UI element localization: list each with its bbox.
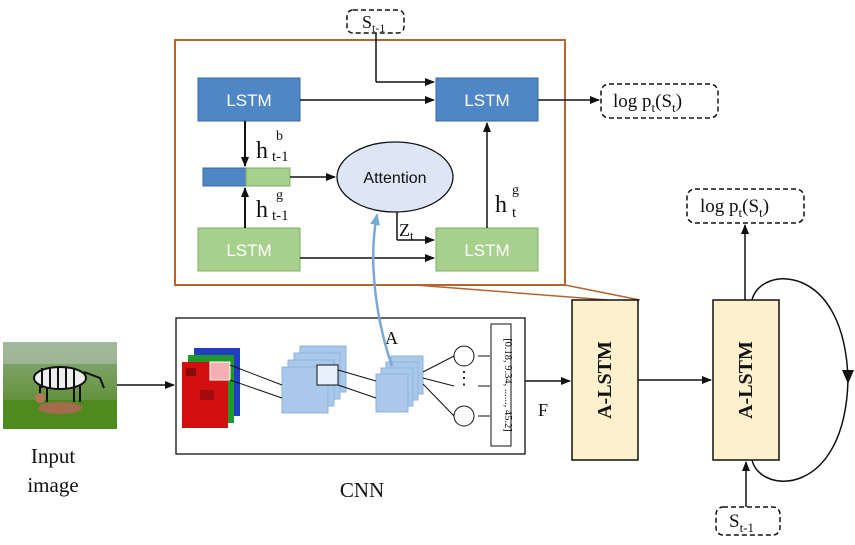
svg-text:LSTM: LSTM xyxy=(464,241,509,260)
feature-maps-2 xyxy=(375,355,424,413)
cnn-label: CNN xyxy=(340,478,384,502)
hg-label: h xyxy=(495,192,507,218)
svg-text:t-1: t-1 xyxy=(272,149,289,165)
lstm-global-current: LSTM xyxy=(435,227,539,272)
svg-text:LSTM: LSTM xyxy=(226,91,271,110)
concatenated-state xyxy=(202,167,291,187)
zoom-line-2 xyxy=(564,284,641,301)
top-output-box: log pt(St) xyxy=(600,83,719,119)
svg-text:Attention: Attention xyxy=(363,170,426,187)
lstm-global-prev: LSTM xyxy=(197,227,301,272)
svg-text:b: b xyxy=(276,129,283,144)
svg-text:St-1: St-1 xyxy=(362,12,385,35)
svg-text:log pt(St): log pt(St) xyxy=(700,196,769,220)
attention-module: Attention xyxy=(336,141,454,213)
receptive-field xyxy=(316,364,339,386)
top-input-box: St-1 xyxy=(346,9,405,35)
right-input-box: St-1 xyxy=(715,506,781,536)
zt-label: Zt xyxy=(399,220,414,243)
svg-text:g: g xyxy=(276,188,283,203)
feature-vector-box xyxy=(490,323,512,447)
top-input-s: S xyxy=(362,12,372,32)
svg-text:LSTM: LSTM xyxy=(464,91,509,110)
svg-text:A-LSTM: A-LSTM xyxy=(735,341,757,419)
svg-text:A-LSTM: A-LSTM xyxy=(594,341,616,419)
arrow-features-to-attention xyxy=(370,213,394,367)
svg-text:g: g xyxy=(512,183,519,198)
fc-layer xyxy=(422,345,490,427)
alstm-block-2: A-LSTM xyxy=(712,299,780,461)
hb-label: h xyxy=(256,138,268,164)
a-label: A xyxy=(385,328,398,348)
input-image xyxy=(3,342,117,429)
lstm-bottomup-prev: LSTM xyxy=(197,77,301,122)
lstm-topdown-top: LSTM xyxy=(435,77,539,122)
rgb-input-stack xyxy=(182,348,240,428)
input-image-label-line2: image xyxy=(27,473,78,497)
right-output-box: log pt(St) xyxy=(686,188,805,224)
attention-detail-panel xyxy=(174,39,566,286)
top-input-sub: t-1 xyxy=(372,21,385,35)
svg-text:St-1: St-1 xyxy=(729,511,754,535)
svg-text:LSTM: LSTM xyxy=(226,241,271,260)
hg-prev-label: h xyxy=(256,197,268,223)
svg-text:t-1: t-1 xyxy=(272,208,289,224)
svg-text:t: t xyxy=(512,205,517,221)
fc-ellipsis: ⋮ xyxy=(455,368,473,388)
zoom-line-1 xyxy=(414,284,609,301)
svg-text:log pt(St): log pt(St) xyxy=(613,91,682,115)
input-image-label-line1: Input xyxy=(31,444,75,468)
feature-vector-text: [0.18, 9.34, ......, 45.2] xyxy=(502,338,513,432)
f-label: F xyxy=(538,400,548,420)
alstm-block-1: A-LSTM xyxy=(571,299,639,461)
